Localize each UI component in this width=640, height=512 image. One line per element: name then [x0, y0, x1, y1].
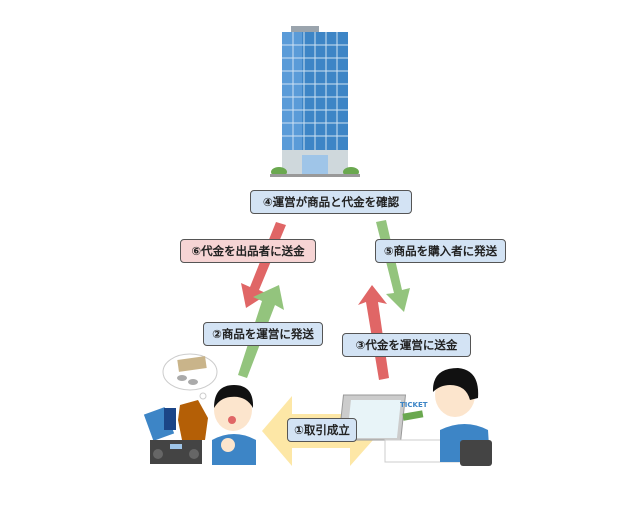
seller-illustration	[143, 353, 256, 465]
step-2-label: ②商品を運営に発送	[203, 322, 323, 346]
company-building-icon	[270, 26, 360, 177]
step-5-label: ⑤商品を購入者に発送	[375, 239, 506, 263]
step-3-label: ③代金を運営に送金	[342, 333, 471, 357]
step-6-label: ⑥代金を出品者に送金	[180, 239, 316, 263]
step-4-label: ④運営が商品と代金を確認	[250, 190, 412, 214]
ticket-text: TICKET	[400, 401, 428, 409]
step-1-label: ①取引成立	[287, 418, 357, 442]
